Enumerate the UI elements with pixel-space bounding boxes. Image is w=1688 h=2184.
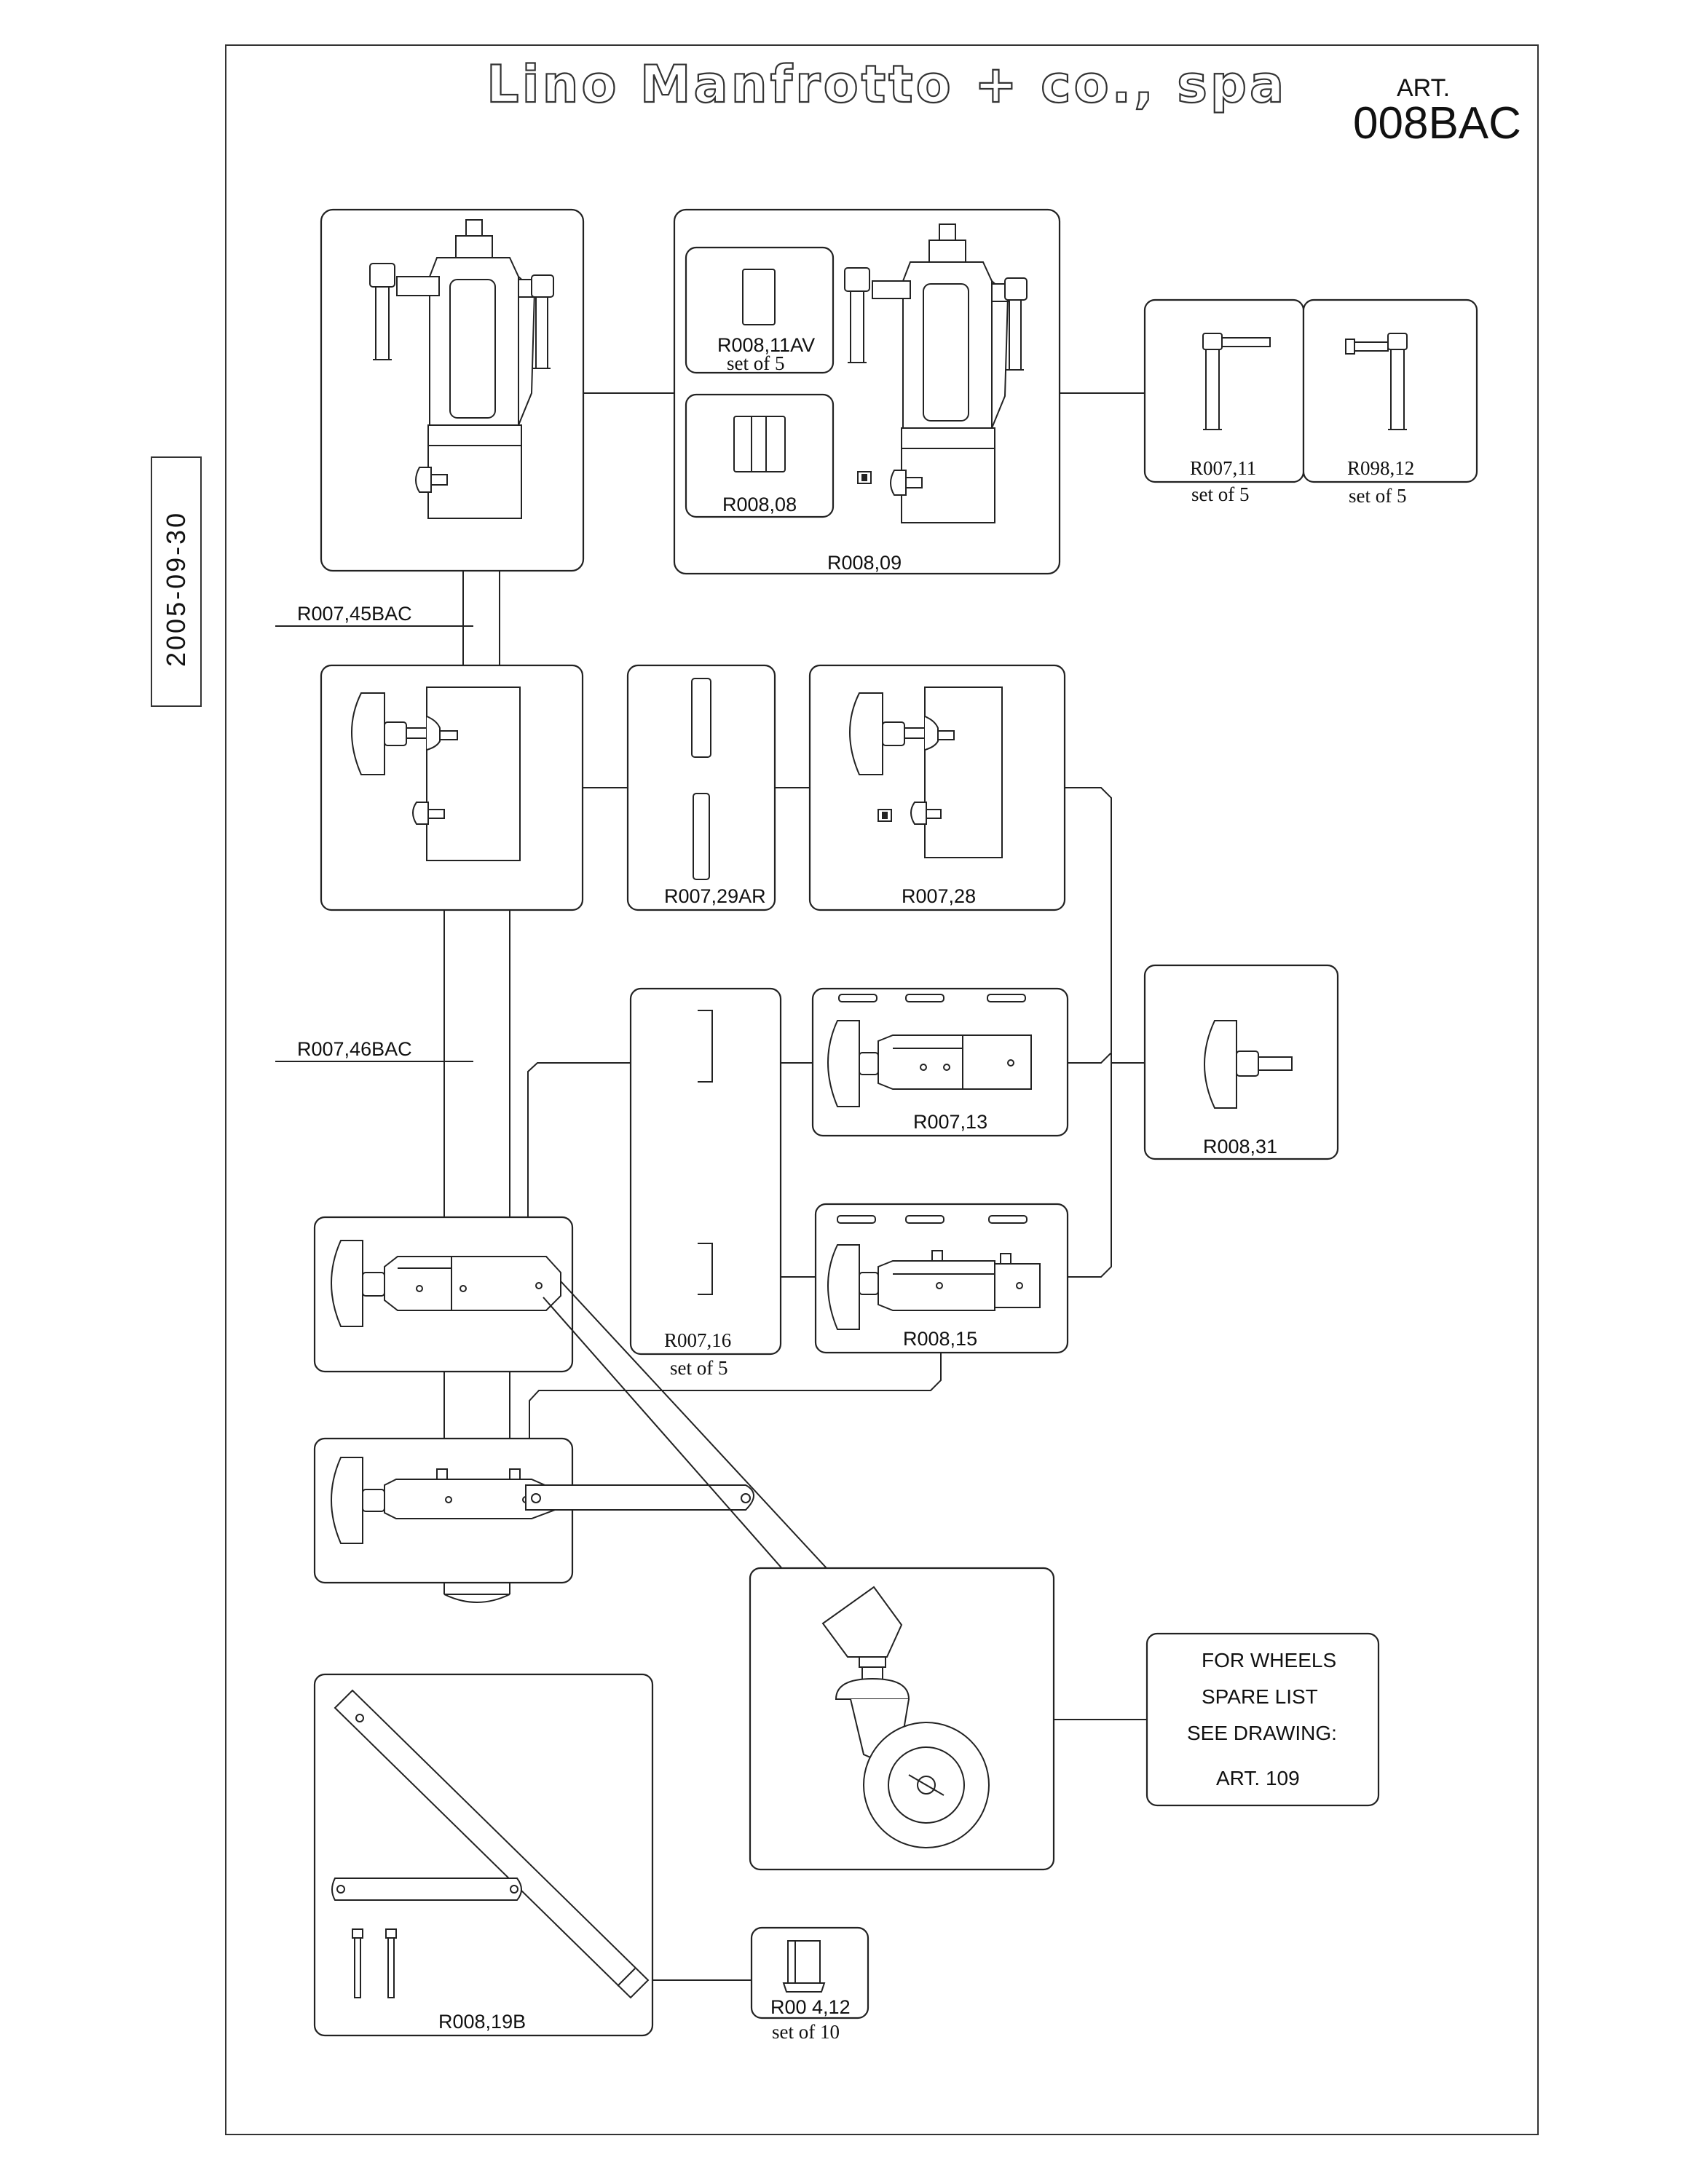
upper-clamp-drawing <box>331 1240 561 1327</box>
collar-assembly-box <box>320 664 584 911</box>
collar-drawing <box>351 687 521 861</box>
brand-logo: Lino Manfrotto + co., spa <box>486 55 1287 114</box>
r008-31-label: R008,31 <box>1203 1136 1277 1158</box>
wheel-note-line3: SEE DRAWING: <box>1187 1722 1337 1744</box>
lower-leg-clamp-box <box>313 1437 574 1584</box>
r098-12-qty: set of 5 <box>1349 485 1406 507</box>
r008-11av-label: R008,11AV <box>717 334 815 356</box>
wheel-note-line4: ART. 109 <box>1216 1767 1300 1789</box>
r098-12-part <box>1345 333 1408 430</box>
r008-15-label: R008,15 <box>903 1328 977 1350</box>
wheel-note-line1: FOR WHEELS <box>1202 1649 1336 1671</box>
lower-clamp-drawing <box>331 1457 556 1544</box>
r004-12-label: R00 4,12 <box>770 1996 851 2018</box>
r008-19b-drawing <box>331 1689 650 1999</box>
r008-09-label: R008,09 <box>827 552 902 574</box>
r007-46bac-label: R007,46BAC <box>297 1038 412 1060</box>
connector-lines <box>275 392 1147 1981</box>
r004-12-box: R00 4,12 set of 10 <box>750 1926 869 2043</box>
r008-08-part <box>733 416 786 472</box>
r007-11-box: R007,11 set of 5 <box>1143 298 1305 505</box>
r008-09-box: R008,09 R008,11AV set of 5 R008,08 <box>673 208 1061 575</box>
r007-29ar-box: R007,29AR <box>626 664 776 911</box>
r007-16-part-lower <box>698 1243 713 1295</box>
r004-12-qty: set of 10 <box>772 2021 840 2043</box>
r007-11-label: R007,11 <box>1190 457 1256 479</box>
wheel-box <box>749 1567 1055 1871</box>
r007-13-pins <box>838 994 1026 1002</box>
r007-11-part <box>1202 333 1271 430</box>
date-stamp: 2005-09-30 <box>151 456 202 707</box>
r007-29ar-part-lower <box>693 793 710 880</box>
head-assembly-drawing <box>369 219 554 519</box>
r008-11av-qty: set of 5 <box>727 352 784 374</box>
r008-09-drawing <box>844 223 1028 523</box>
r098-12-box: R098,12 set of 5 <box>1302 298 1478 507</box>
art-label: ART. <box>1397 74 1450 102</box>
r007-28-label: R007,28 <box>902 885 976 907</box>
r008-15-pins <box>837 1215 1028 1224</box>
r008-31-box: R008,31 <box>1143 964 1339 1160</box>
r008-19b-box: R008,19B <box>313 1673 654 2037</box>
upper-leg-clamp-box <box>313 1216 574 1373</box>
art-code: 008BAC <box>1353 98 1521 149</box>
r098-12-label: R098,12 <box>1347 457 1414 479</box>
r008-15-clamp <box>827 1244 1041 1330</box>
r007-16-qty: set of 5 <box>670 1357 727 1379</box>
r007-28-drawing <box>849 687 1003 858</box>
date-stamp-text: 2005-09-30 <box>161 511 191 667</box>
wheel-spare-note: FOR WHEELS SPARE LIST SEE DRAWING: ART. … <box>1145 1632 1380 1807</box>
r007-13-label: R007,13 <box>913 1111 987 1133</box>
wheel-drawing <box>821 1586 990 1848</box>
r007-16-part-upper <box>698 1010 713 1083</box>
r007-29ar-label: R007,29AR <box>664 885 766 907</box>
r007-16-label: R007,16 <box>664 1329 731 1351</box>
r008-08-label: R008,08 <box>722 494 797 515</box>
r007-13-clamp <box>827 1020 1032 1107</box>
r004-12-part <box>782 1940 826 1993</box>
r007-13-box: R007,13 <box>811 987 1069 1137</box>
r007-28-box: R007,28 <box>808 664 1066 911</box>
wheel-note-line2: SPARE LIST <box>1202 1685 1318 1708</box>
sheet-border <box>225 44 1539 2135</box>
r008-31-knob <box>1204 1020 1293 1109</box>
r007-45bac-label: R007,45BAC <box>297 603 412 625</box>
r008-19b-label: R008,19B <box>438 2011 526 2033</box>
r008-15-box: R008,15 <box>814 1203 1069 1354</box>
r007-29ar-part-upper <box>691 678 711 758</box>
r007-16-box: R007,16 set of 5 <box>629 987 782 1379</box>
head-assembly-box <box>320 208 585 572</box>
r007-11-qty: set of 5 <box>1191 483 1249 505</box>
r008-11av-part <box>742 269 776 325</box>
